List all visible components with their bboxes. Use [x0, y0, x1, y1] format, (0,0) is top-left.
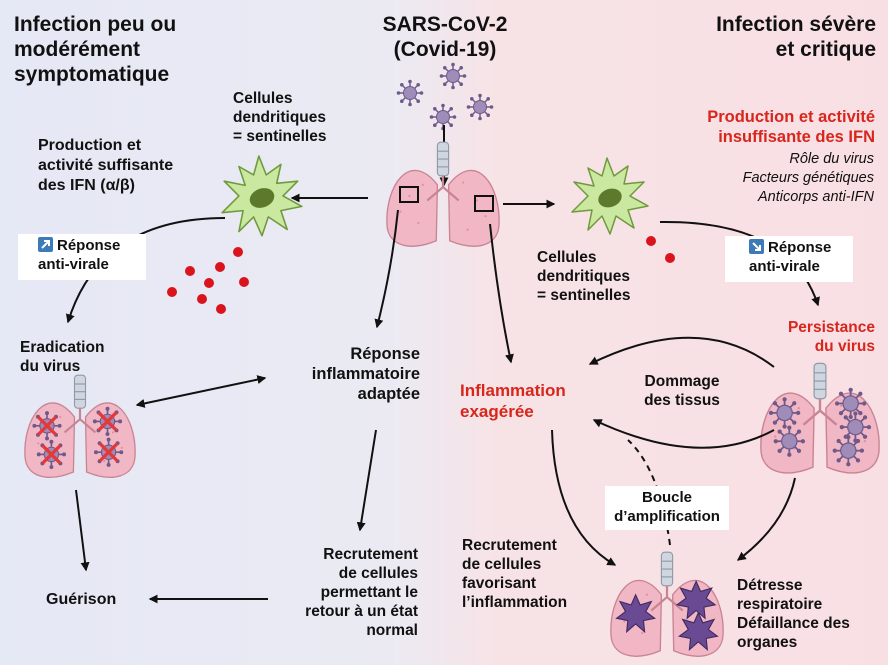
left-lung-zoom-box [399, 186, 419, 203]
left-response-box: Réponse anti-virale [18, 234, 146, 280]
arrow-infected-to-damaged-lungs [736, 477, 796, 561]
arrow-up-right-icon [38, 237, 53, 252]
arrow-eradication-to-healing [75, 489, 90, 572]
arrow-lung-to-inflammation [489, 223, 514, 364]
arrow-persistence-to-inflammation [588, 336, 775, 368]
left-dendritic-cell [221, 155, 303, 237]
center-lungs [385, 141, 501, 248]
ifn-dots-left [167, 247, 249, 314]
ifn-dots-right [646, 236, 675, 263]
arrow-eradication-inflammatory [135, 375, 267, 408]
virus-cluster [395, 61, 495, 132]
eradication-lungs [23, 374, 137, 479]
arrow-down-right-icon [749, 239, 764, 254]
arrow-inflammation-to-damaged-lungs [551, 429, 617, 566]
amplification-loop-box: Boucle d’amplification [605, 486, 729, 530]
center-title: SARS-CoV-2(Covid-19) [382, 13, 508, 61]
arrow-inflammatory-to-recruitment [356, 429, 377, 532]
arrow-damage-to-inflammation [592, 419, 775, 449]
infected-lungs [759, 362, 881, 475]
right-dendritic-cell [571, 157, 649, 235]
damaged-lungs [609, 551, 725, 658]
arrow-lung-to-inflammatory [374, 209, 399, 329]
right-response-box: Réponse anti-virale [725, 236, 853, 282]
right-lung-zoom-box [474, 195, 494, 212]
healing-label: Guérison [46, 591, 117, 608]
